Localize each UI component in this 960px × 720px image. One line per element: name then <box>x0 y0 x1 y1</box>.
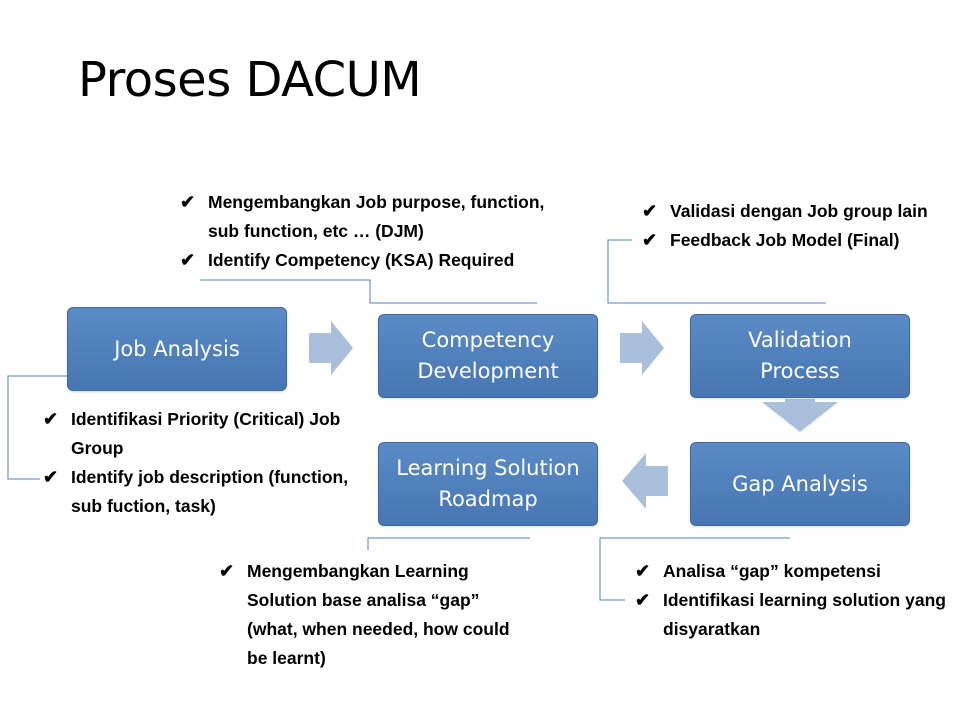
competency-note-connector <box>200 279 537 304</box>
note-item-text: Mengembangkan Learning Solution base ana… <box>247 561 510 668</box>
note-item-text: Identify Competency (KSA) Required <box>208 250 515 270</box>
note-learning: ✔ Mengembangkan Learning Solution base an… <box>219 557 519 673</box>
note-gap: ✔ Analisa “gap” kompetensi ✔ Identifikasi … <box>635 557 953 644</box>
note-item-text: Analisa “gap” kompetensi <box>663 561 881 581</box>
arrow-down <box>762 399 838 432</box>
note-item: ✔ Identify job description (function, sub… <box>43 463 353 521</box>
slide-title: Proses DACUM <box>78 52 422 108</box>
gap-note-connector <box>599 537 790 601</box>
note-item-text: Identifikasi Priority (Critical) Job Gro… <box>71 409 341 458</box>
step-learning-solution-roadmap: Learning Solution Roadmap <box>378 442 598 526</box>
check-icon: ✔ <box>635 590 651 610</box>
note-item: ✔ Analisa “gap” kompetensi <box>635 557 953 586</box>
note-item: ✔ Identify Competency (KSA) Required <box>180 246 580 275</box>
arrow-right-2 <box>620 321 664 375</box>
validation-note-connector <box>607 239 826 304</box>
check-icon: ✔ <box>180 192 196 212</box>
learning-note-connector <box>367 537 530 550</box>
note-item-text: Mengembangkan Job purpose, function, sub… <box>208 192 545 241</box>
note-item-text: Feedback Job Model (Final) <box>670 230 900 250</box>
note-item: ✔ Mengembangkan Learning Solution base an… <box>219 557 519 673</box>
step-competency-development: Competency Development <box>378 314 598 398</box>
note-item-text: Identifikasi learning solution yang disy… <box>663 590 946 639</box>
note-competency: ✔ Mengembangkan Job purpose, function, su… <box>180 188 580 275</box>
note-item-text: Identify job description (function, sub … <box>71 467 349 516</box>
check-icon: ✔ <box>642 201 658 221</box>
step-job-analysis: Job Analysis <box>67 307 287 391</box>
check-icon: ✔ <box>43 467 59 487</box>
check-icon: ✔ <box>635 561 651 581</box>
note-item: ✔ Mengembangkan Job purpose, function, su… <box>180 188 580 246</box>
arrow-right-1 <box>309 321 353 375</box>
note-job-analysis: ✔ Identifikasi Priority (Critical) Job Gr… <box>43 405 353 521</box>
check-icon: ✔ <box>219 561 235 581</box>
check-icon: ✔ <box>43 409 59 429</box>
check-icon: ✔ <box>642 230 658 250</box>
note-item: ✔ Identifikasi learning solution yang dis… <box>635 586 953 644</box>
note-item-text: Validasi dengan Job group lain <box>670 201 928 221</box>
note-validation: ✔ Validasi dengan Job group lain ✔ Feedbac… <box>642 197 952 255</box>
note-item: ✔ Validasi dengan Job group lain <box>642 197 952 226</box>
arrow-left <box>622 453 668 509</box>
step-gap-analysis: Gap Analysis <box>690 442 910 526</box>
note-item: ✔ Identifikasi Priority (Critical) Job Gr… <box>43 405 353 463</box>
check-icon: ✔ <box>180 250 196 270</box>
note-item: ✔ Feedback Job Model (Final) <box>642 226 952 255</box>
step-validation-process: Validation Process <box>690 314 910 398</box>
